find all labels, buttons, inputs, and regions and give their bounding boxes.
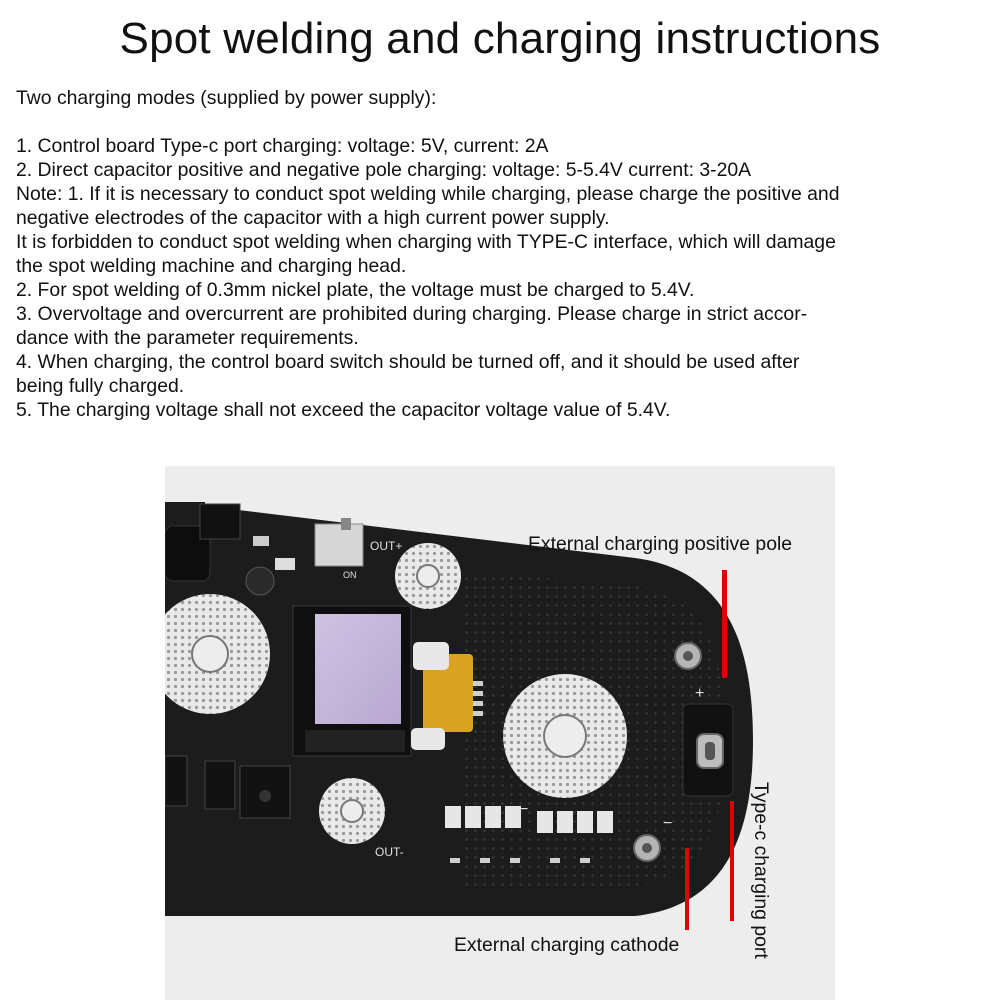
- silk-on: ON: [343, 570, 357, 580]
- mosfet-mark: [259, 790, 271, 802]
- pcb-illustration: OUT+ ON OUT- + − −: [150, 466, 835, 1000]
- rivet-positive-inner: [683, 651, 693, 661]
- note-line: 4. When charging, the control board swit…: [16, 351, 800, 373]
- display-bezel: [305, 730, 405, 752]
- smd-2: [253, 536, 269, 546]
- smd-1: [275, 558, 295, 570]
- board-photo: OUT+ ON OUT- + − −: [150, 466, 835, 1000]
- instructions-text: Two charging modes (supplied by power su…: [16, 86, 988, 422]
- silk-out-positive: OUT+: [370, 539, 402, 553]
- note-line: 5. The charging voltage shall not exceed…: [16, 399, 671, 421]
- pad-left: [150, 594, 270, 714]
- note-line: 3. Overvoltage and overcurrent are prohi…: [16, 303, 808, 325]
- resistor-row-1: [445, 806, 521, 828]
- silk-minus: −: [663, 815, 672, 832]
- oled-display: [315, 614, 401, 724]
- charging-modes-heading: Two charging modes (supplied by power su…: [16, 87, 437, 109]
- coil: [245, 566, 275, 596]
- note-line: Note: 1. If it is necessary to conduct s…: [16, 183, 840, 205]
- pad-center: [503, 674, 627, 798]
- label-typec-port: Type-c charging port: [750, 782, 772, 959]
- page-title: Spot welding and charging instructions: [119, 14, 881, 63]
- note-line: being fully charged.: [16, 375, 185, 397]
- ic-chip: [199, 503, 241, 540]
- spacer: [16, 110, 988, 134]
- silk-board-minus: −: [519, 801, 528, 818]
- flex-cable-tape-2: [411, 728, 445, 750]
- label-positive-pole: External charging positive pole: [528, 533, 793, 555]
- switch-body: [314, 523, 364, 567]
- mosfet-2: [204, 760, 236, 810]
- note-line: negative electrodes of the capacitor wit…: [16, 207, 610, 229]
- silk-plus: +: [695, 685, 704, 702]
- instruction-line: 2. Direct capacitor positive and negativ…: [16, 159, 752, 181]
- marker-typec-port: [730, 801, 734, 921]
- pin-header: [473, 681, 483, 716]
- flex-cable: [423, 654, 473, 732]
- marker-cathode: [685, 848, 689, 930]
- silk-out-negative: OUT-: [375, 845, 404, 859]
- note-line: the spot welding machine and charging he…: [16, 255, 407, 277]
- typec-port-inner: [705, 742, 715, 760]
- note-line: dance with the parameter requirements.: [16, 327, 359, 349]
- note-line: It is forbidden to conduct spot welding …: [16, 231, 836, 253]
- pad-out-positive: [395, 543, 461, 609]
- pad-out-negative: [319, 778, 385, 844]
- switch-knob: [341, 518, 351, 530]
- smd-row: [450, 858, 590, 863]
- flex-cable-tape: [413, 642, 449, 670]
- label-cathode: External charging cathode: [454, 934, 680, 956]
- rivet-negative-inner: [642, 843, 652, 853]
- inductor: [164, 525, 211, 582]
- marker-positive-pole: [722, 570, 727, 678]
- resistor-row-2: [537, 811, 613, 833]
- instruction-line: 1. Control board Type-c port charging: v…: [16, 135, 549, 157]
- note-line: 2. For spot welding of 0.3mm nickel plat…: [16, 279, 695, 301]
- mosfet-1: [164, 755, 188, 807]
